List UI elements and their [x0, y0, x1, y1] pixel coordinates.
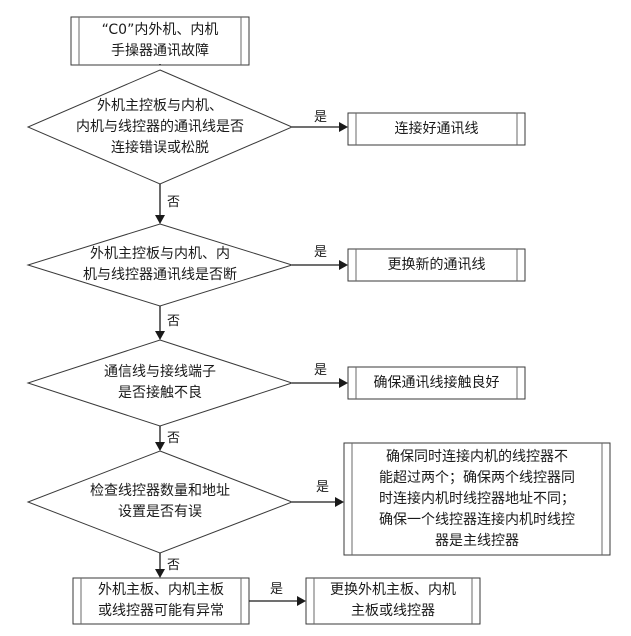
- action-box-2: [347, 248, 526, 282]
- yes-connector-2: [292, 260, 348, 270]
- check-label-2: 外机主控板与内机、内 机与线控器通讯线是否断: [83, 246, 237, 283]
- no-connector-1: [155, 64, 165, 224]
- check-box-5: [72, 577, 250, 625]
- yes-connector-1: [292, 122, 348, 132]
- check-label-5: 外机主板、内机主板 或线控器可能有异常: [98, 582, 224, 619]
- no-connector-3: [155, 426, 165, 451]
- action-label-4: 确保同时连接内机的线控器不 能超过两个；确保两个线控器同 时连接内机时线控器地址…: [379, 448, 575, 549]
- yes-label-4: 是: [316, 480, 330, 495]
- yes-connector-3: [292, 378, 348, 388]
- check-label-3: 通信线与接线端子 是否接触不良: [104, 364, 216, 401]
- no-connector-4: [155, 553, 165, 578]
- no-connector-2: [155, 306, 165, 340]
- action-box-4: [343, 442, 611, 556]
- yes-connector-4: [292, 497, 344, 507]
- no-label-2: 否: [167, 314, 181, 329]
- yes-label-3: 是: [314, 363, 328, 378]
- action-box-5: [305, 577, 481, 625]
- action-label-1: 连接好通讯线: [394, 120, 479, 137]
- no-label-4: 否: [167, 558, 181, 573]
- action-box-3: [347, 366, 526, 400]
- yes-connector-5: [249, 596, 306, 606]
- no-label-3: 否: [167, 431, 181, 446]
- start-label: “C0”内外机、内机 手操器通讯故障: [101, 22, 219, 59]
- yes-label-2: 是: [314, 245, 328, 260]
- yes-label-1: 是: [314, 110, 328, 125]
- yes-label-5: 是: [270, 582, 284, 597]
- action-label-2: 更换新的通讯线: [387, 256, 486, 273]
- action-label-3: 确保通讯线接触良好: [373, 374, 500, 391]
- action-label-5: 更换外机主板、内机 主板或线控器: [330, 582, 456, 619]
- check-label-4: 检查线控器数量和地址 设置是否有误: [90, 483, 230, 520]
- start-box: [70, 16, 250, 66]
- check-label-1: 外机主控板与内机、 内机与线控器的通讯线是否 连接错误或松脱: [76, 97, 244, 156]
- action-box-1: [347, 112, 526, 146]
- no-label-1: 否: [167, 195, 181, 210]
